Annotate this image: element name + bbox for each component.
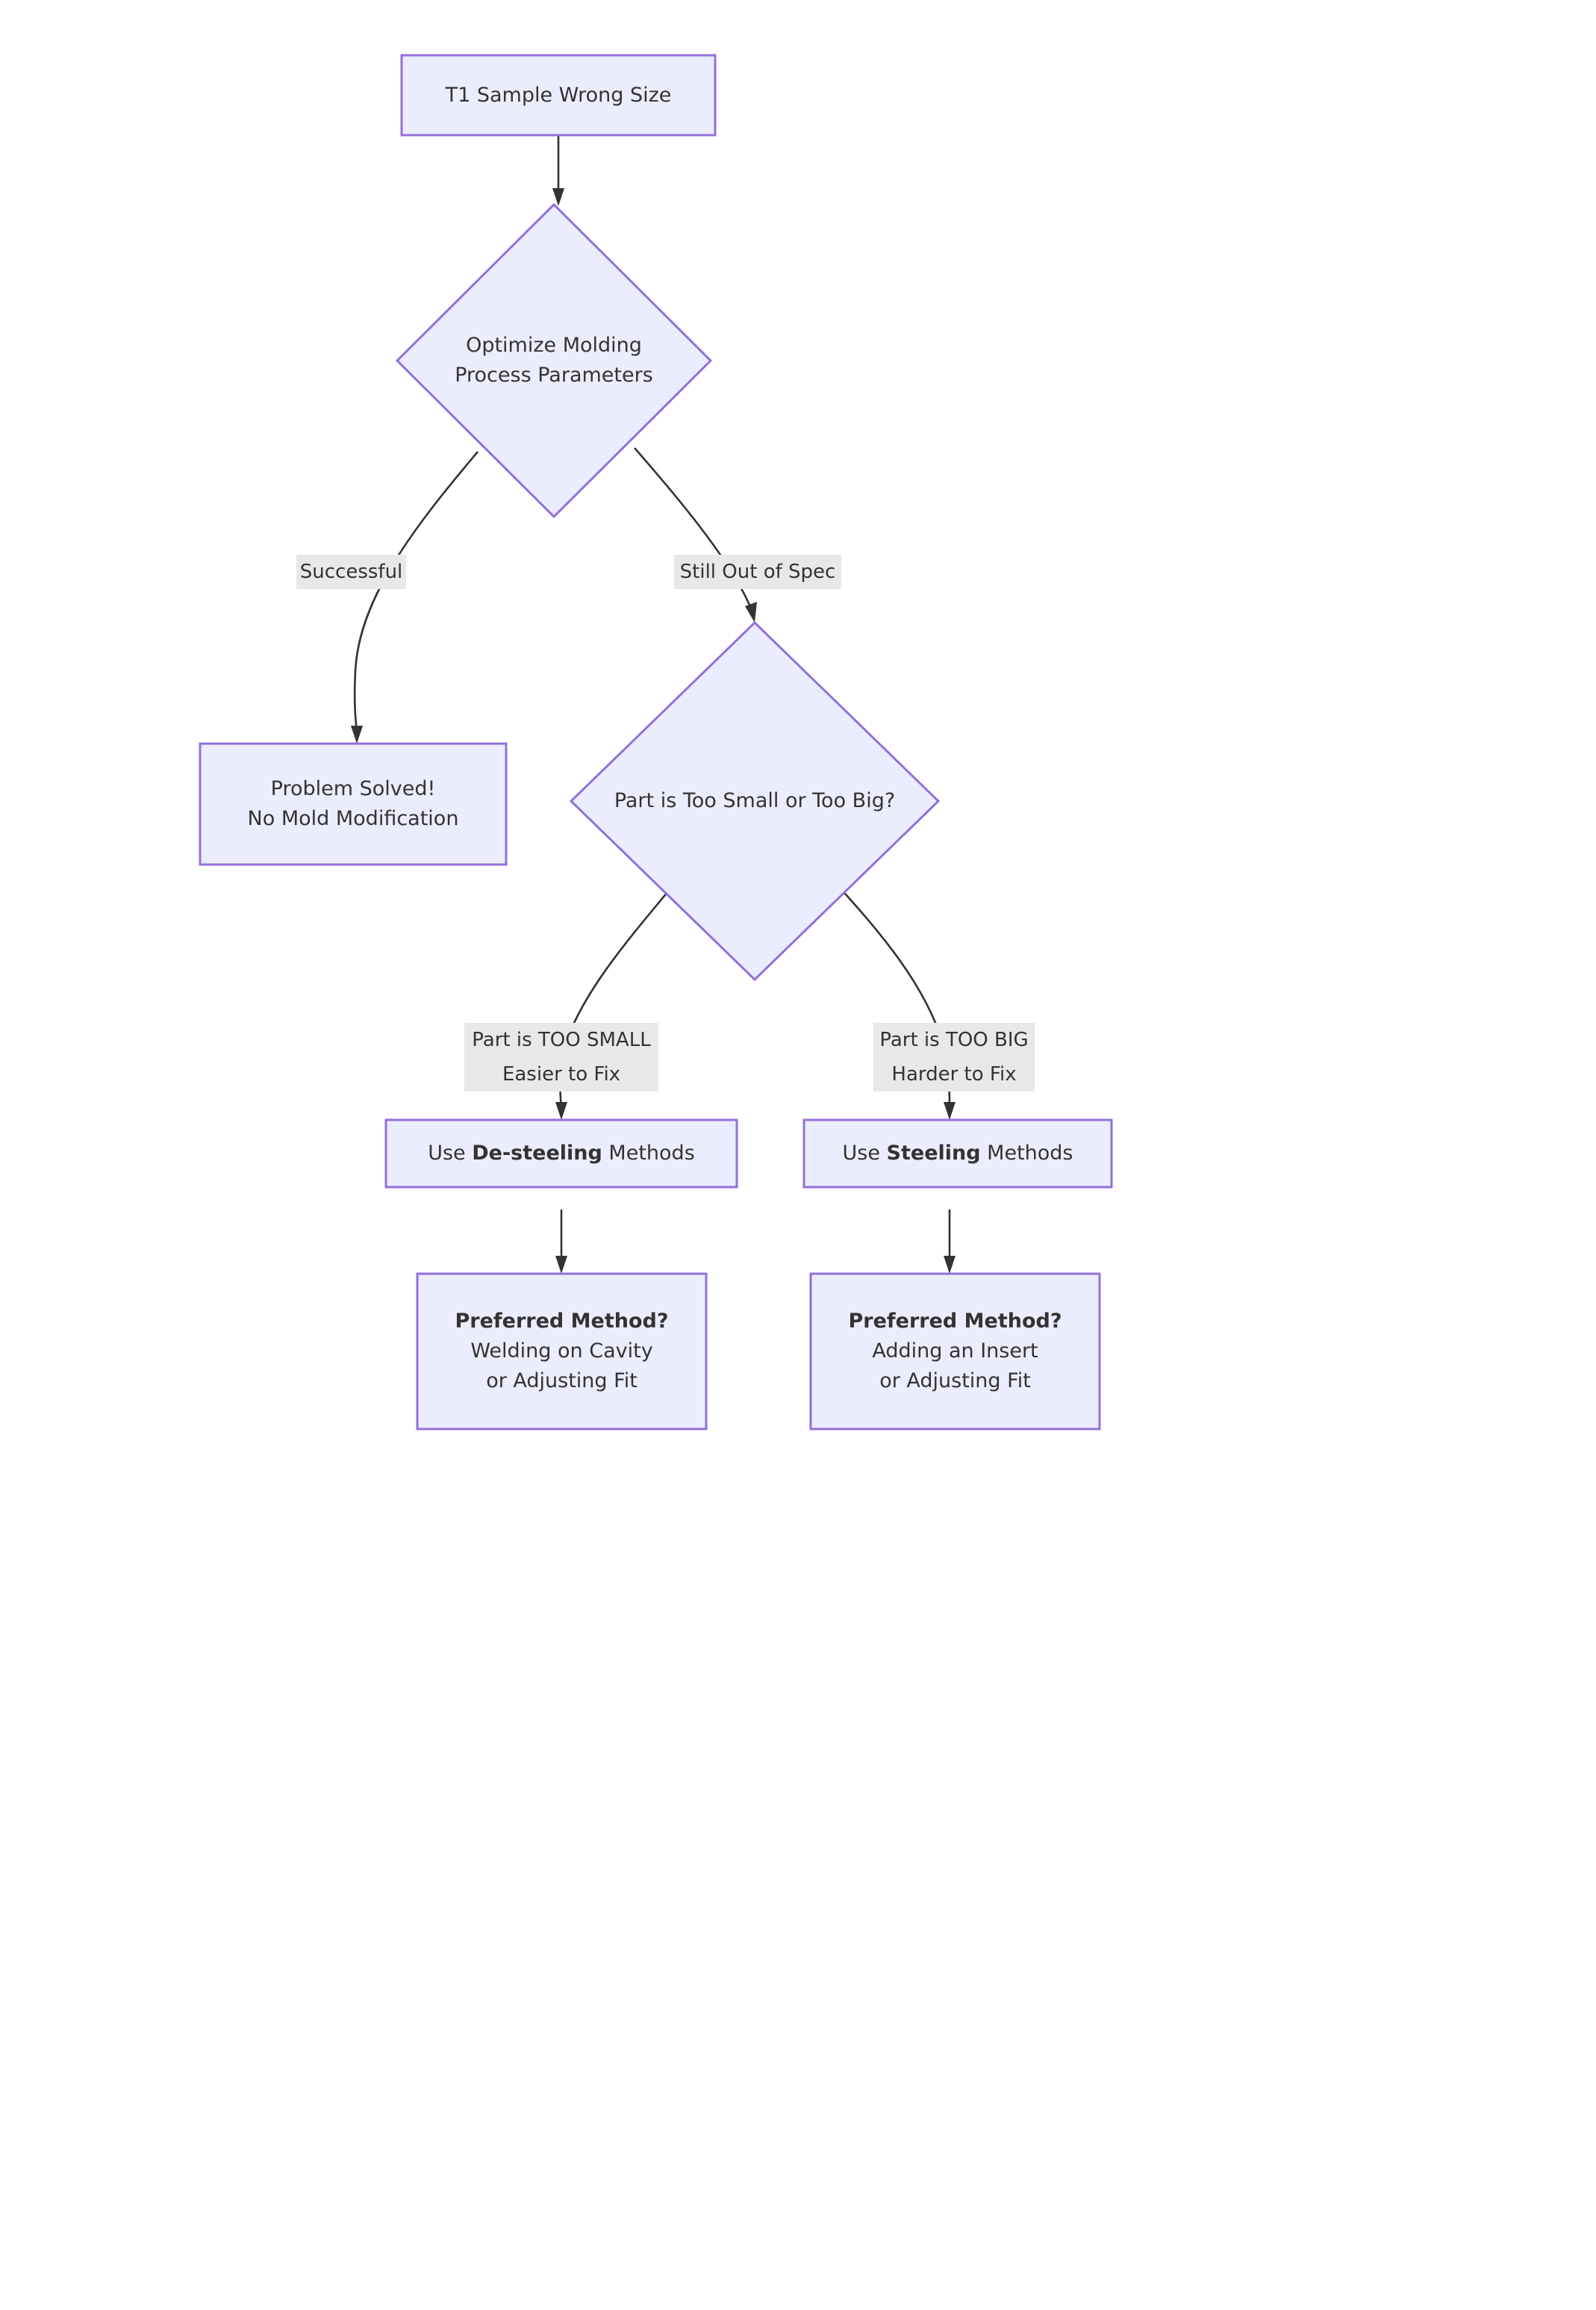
node-problem-solved[interactable]: [199, 742, 508, 866]
arrow-n1-n2: [552, 188, 564, 206]
edge-n2-n3: [353, 451, 479, 734]
edge-label-line: Harder to Fix: [891, 1063, 1017, 1086]
edge-label-line: Part is TOO SMALL: [472, 1029, 651, 1051]
edge-label-line: Still Out of Spec: [679, 561, 836, 583]
edge-label-line: Successful: [299, 561, 403, 583]
edge-label-line: Part is TOO BIG: [879, 1029, 1029, 1051]
node-preferred-method-welding[interactable]: [416, 1272, 708, 1430]
arrow-n6-n8: [944, 1256, 956, 1274]
node-t1-sample-wrong-size[interactable]: [400, 54, 717, 137]
node-use-de-steeling-methods[interactable]: [384, 1118, 738, 1189]
arrow-n5-n7: [555, 1256, 567, 1274]
edge-label-still-out-of-spec: Still Out of Spec: [674, 555, 841, 589]
edge-label-part-too-big: Part is TOO BIG Harder to Fix: [873, 1023, 1035, 1092]
arrow-n2-n3: [351, 726, 363, 744]
node-use-steeling-methods[interactable]: [802, 1118, 1113, 1189]
edge-label-part-too-small: Part is TOO SMALL Easier to Fix: [464, 1023, 658, 1092]
node-part-too-small-or-too-big[interactable]: [569, 620, 941, 982]
edge-label-line: Easier to Fix: [502, 1063, 621, 1086]
edge-label-successful: Successful: [296, 555, 406, 589]
arrow-n4-n6: [944, 1102, 956, 1120]
arrow-n2-n4: [745, 602, 757, 623]
node-optimize-molding-process-parameters[interactable]: [395, 202, 713, 519]
edge-n2-n4: [634, 447, 754, 613]
arrow-n4-n5: [555, 1102, 567, 1120]
node-preferred-method-insert[interactable]: [809, 1272, 1101, 1430]
